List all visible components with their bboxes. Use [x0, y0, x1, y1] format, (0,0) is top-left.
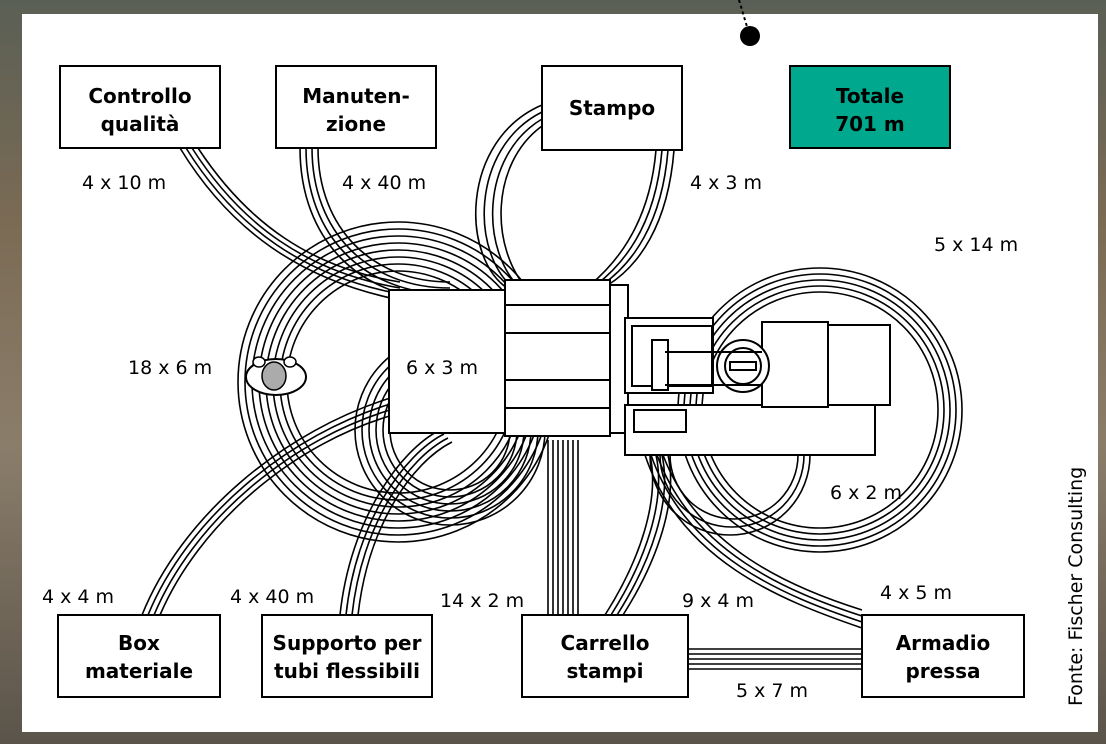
- box-materiale: Box materiale: [57, 614, 221, 698]
- label-box-materiale-length: 4 x 4 m: [42, 586, 114, 608]
- box-manutenzione-line2: zione: [326, 112, 386, 136]
- box-controllo-qualita: Controllo qualità: [59, 65, 221, 149]
- leader-dot: [740, 26, 760, 46]
- box-totale-line2: 701 m: [835, 112, 905, 136]
- box-armadio: Armadio pressa: [861, 614, 1025, 698]
- box-armadio-line1: Armadio: [896, 631, 991, 655]
- box-carrello: Carrello stampi: [521, 614, 689, 698]
- label-stampo-length: 4 x 3 m: [690, 172, 762, 194]
- label-left-loop-length: 18 x 6 m: [128, 357, 212, 379]
- label-carrello-down-length: 14 x 2 m: [440, 590, 524, 612]
- hose-bundle-controllo: [179, 147, 401, 301]
- box-materiale-line1: Box: [118, 631, 160, 655]
- label-manutenzione-length: 4 x 40 m: [342, 172, 426, 194]
- press-machine: [388, 279, 891, 456]
- box-supporto-line1: Supporto per: [273, 631, 422, 655]
- label-right-loop-length: 5 x 14 m: [934, 234, 1018, 256]
- label-armadio-length: 4 x 5 m: [880, 582, 952, 604]
- box-materiale-line2: materiale: [85, 659, 193, 683]
- hose-bundle-carrello-armadio: [688, 648, 862, 670]
- hose-bundle-armadio: [644, 454, 863, 629]
- label-carrello-armadio-length: 5 x 7 m: [736, 680, 808, 702]
- label-small-right-length: 6 x 2 m: [830, 482, 902, 504]
- box-manutenzione-line1: Manuten-: [302, 84, 410, 108]
- box-armadio-line2: pressa: [905, 659, 980, 683]
- hose-bundle-manutenzione: [299, 147, 451, 301]
- box-stampo: Stampo: [541, 65, 683, 151]
- box-controllo-line2: qualità: [101, 112, 180, 136]
- box-carrello-line2: stampi: [567, 659, 644, 683]
- label-controllo-length: 4 x 10 m: [82, 172, 166, 194]
- hose-bundle-carrello-down: [547, 440, 579, 615]
- leader-line: [738, 0, 749, 31]
- box-carrello-line1: Carrello: [561, 631, 650, 655]
- label-center-length: 6 x 3 m: [406, 357, 478, 379]
- box-controllo-line1: Controllo: [88, 84, 191, 108]
- hose-bundle-box-materiale: [141, 394, 401, 616]
- label-supporto-length: 4 x 40 m: [230, 586, 314, 608]
- box-totale-line1: Totale: [836, 84, 904, 108]
- box-manutenzione: Manuten- zione: [275, 65, 437, 149]
- box-supporto: Supporto per tubi flessibili: [261, 614, 433, 698]
- hose-bundle-supporto: [339, 429, 453, 616]
- box-supporto-line2: tubi flessibili: [274, 659, 420, 683]
- hose-bundle-stampo: [475, 104, 675, 291]
- box-stampo-line1: Stampo: [569, 96, 655, 120]
- box-totale: Totale 701 m: [789, 65, 951, 149]
- source-credit: Fonte: Fischer Consulting: [1065, 467, 1087, 706]
- label-carrello-armadio-top-length: 9 x 4 m: [682, 590, 754, 612]
- operator-icon: [245, 356, 307, 396]
